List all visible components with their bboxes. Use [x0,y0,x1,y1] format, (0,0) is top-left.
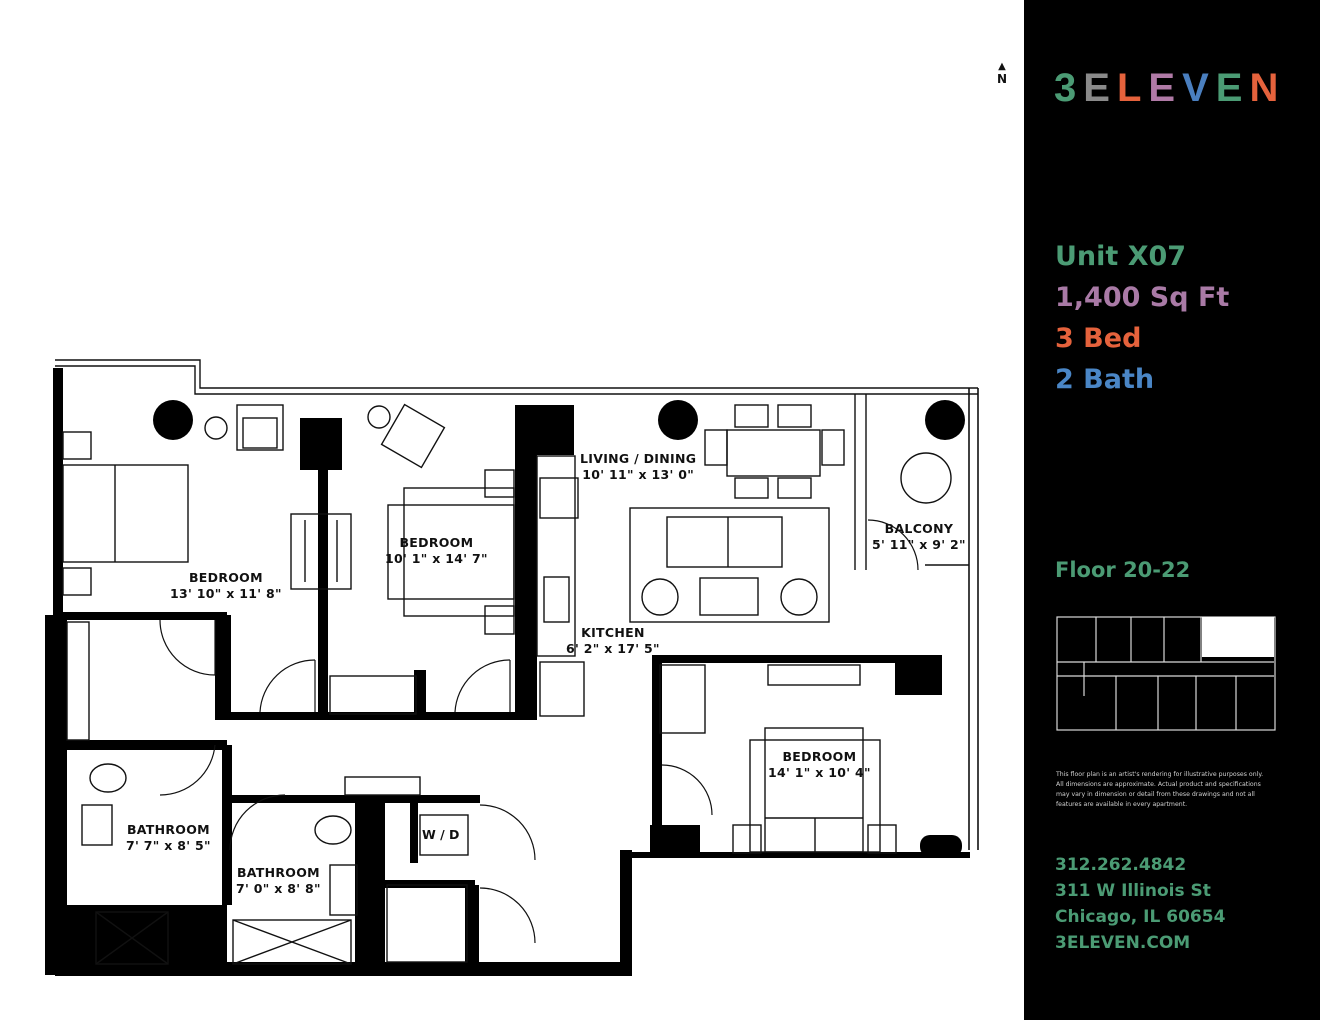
unit-beds: 3 Bed [1055,323,1142,354]
room-label-bathroom-1: BATHROOM 7' 7" x 8' 5" [126,822,211,854]
room-size: 14' 1" x 10' 4" [768,765,871,780]
room-name: KITCHEN [581,625,645,640]
contact-phone[interactable]: 312.262.4842 [1055,855,1187,875]
room-size: 10' 1" x 14' 7" [385,551,488,566]
room-label-kitchen: KITCHEN 6' 2" x 17' 5" [566,625,660,657]
logo-letter: N [1249,66,1286,110]
room-size: 13' 10" x 11' 8" [170,586,282,601]
room-size: 6' 2" x 17' 5" [566,641,660,656]
room-name: BATHROOM [236,865,320,880]
unit-baths: 2 Bath [1055,364,1155,395]
room-size: 10' 11" x 13' 0" [582,467,695,482]
washer-dryer-label: W / D [422,827,460,842]
logo-letter: E [1215,66,1250,110]
doors [159,519,919,944]
logo-letter: 3 [1054,66,1084,110]
room-size: 7' 7" x 8' 5" [126,838,211,853]
room-name: LIVING / DINING [580,451,697,466]
room-label-bedroom-3: BEDROOM 14' 1" x 10' 4" [768,749,871,781]
logo-letter: L [1116,66,1149,110]
furniture [62,394,969,965]
room-label-living-dining: LIVING / DINING 10' 11" x 13' 0" [580,451,696,483]
key-plan-map [1056,616,1276,731]
walls [45,368,970,976]
unit-name: Unit X07 [1055,241,1187,272]
room-size: 7' 0" x 8' 8" [236,881,321,896]
room-name: BALCONY [884,521,954,536]
key-plan-highlight [1202,617,1274,657]
room-name: BEDROOM [782,749,857,764]
room-label-bathroom-2: BATHROOM 7' 0" x 8' 8" [236,865,321,897]
disclaimer-text: This floor plan is an artist's rendering… [1056,771,1264,808]
info-sidebar: 3ELEVEN Unit X07 1,400 Sq Ft 3 Bed 2 Bat… [1024,0,1320,1020]
contact-website[interactable]: 3ELEVEN.COM [1055,933,1191,953]
contact-city: Chicago, IL 60654 [1055,907,1226,927]
room-name: BATHROOM [126,822,210,837]
north-label: N [996,72,1008,86]
brand-logo: 3ELEVEN [1054,66,1285,111]
room-name: BEDROOM [399,535,474,550]
contact-street: 311 W Illinois St [1055,881,1211,901]
logo-letter: E [1148,66,1183,110]
floor-plan: BEDROOM 13' 10" x 11' 8" BEDROOM 10' 1" … [45,61,1010,976]
logo-letter: E [1083,66,1117,110]
floor-range: Floor 20-22 [1055,558,1191,582]
north-arrow-icon: ▲ [998,61,1006,72]
north-indicator: ▲ N [994,61,1010,87]
room-label-bedroom-1: BEDROOM 13' 10" x 11' 8" [170,570,282,602]
room-label-bedroom-2: BEDROOM 10' 1" x 14' 7" [385,535,488,567]
room-name: BEDROOM [188,570,263,585]
room-size: 5' 11" x 9' 2" [872,537,966,552]
room-label-balcony: BALCONY 5' 11" x 9' 2" [872,521,966,553]
logo-letter: V [1182,66,1216,110]
floor-plan-drawing [45,359,979,976]
unit-area: 1,400 Sq Ft [1055,282,1230,313]
